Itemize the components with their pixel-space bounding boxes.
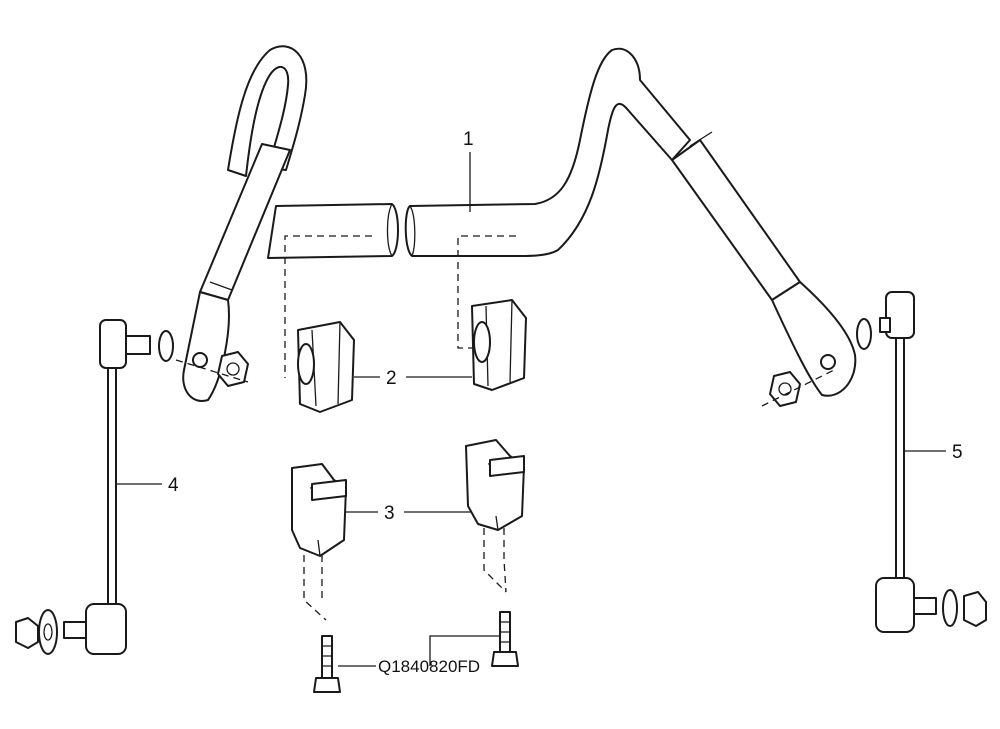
bracket-left (291, 463, 347, 557)
stabilizer-bar (182, 45, 857, 402)
bar-left-eye (192, 352, 208, 368)
callout-2: 2 (386, 368, 397, 389)
bar-left-loop (227, 45, 308, 177)
guide-right-bolt-a (483, 528, 507, 593)
guide-right-bushing (457, 235, 516, 349)
bar-right-segment (404, 47, 691, 257)
guide-right-bolt-b (503, 528, 507, 593)
bar-right-arm (671, 139, 801, 301)
leader-bolt-code (338, 635, 500, 667)
bar-right-eye (820, 354, 836, 370)
guide-left-bushing (284, 235, 372, 378)
callout-1: 1 (463, 129, 474, 150)
callout-5: 5 (952, 442, 963, 463)
bushing-right (471, 299, 527, 391)
right-link (761, 291, 987, 633)
bar-left-segment (267, 203, 399, 259)
bolt-left (313, 635, 341, 693)
left-link (15, 319, 249, 655)
bar-left-arm-end (182, 291, 230, 402)
guide-left-bolt-a (303, 555, 327, 621)
bar-right-arm-end (771, 281, 857, 397)
bushing-left (297, 321, 355, 413)
bolt-code-label: Q1840820FD (378, 657, 480, 676)
callout-4: 4 (168, 475, 179, 496)
bolt-right (491, 611, 519, 667)
callout-3: 3 (384, 503, 395, 524)
bracket-right (465, 439, 525, 531)
